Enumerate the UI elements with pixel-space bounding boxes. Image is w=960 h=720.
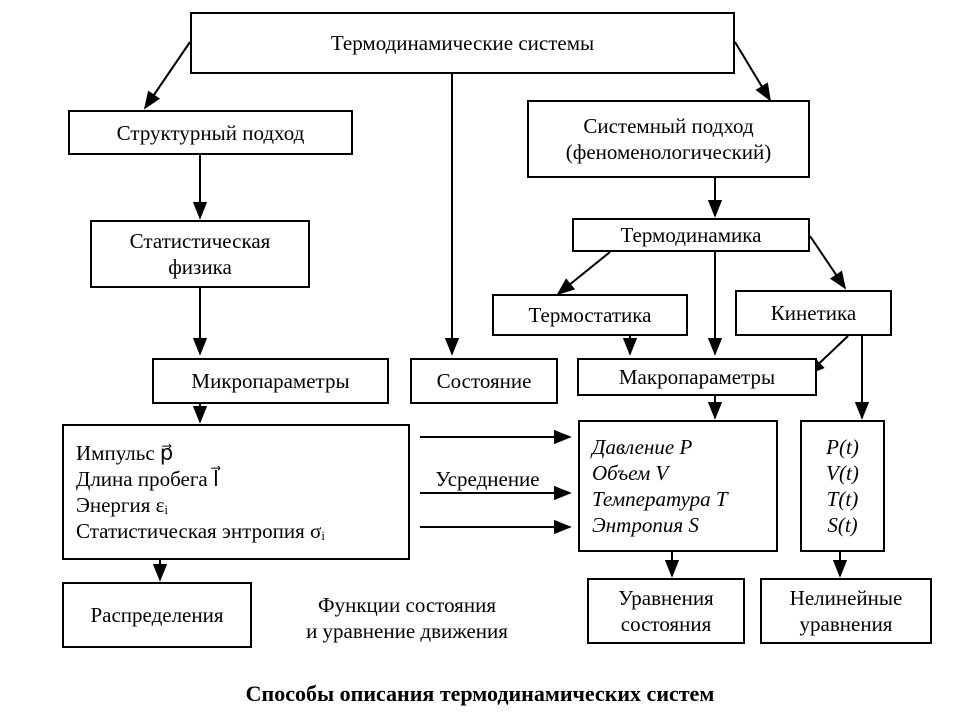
systemic-line2: (феноменологический) (565, 140, 772, 164)
arrow-title-to-systemic (734, 41, 771, 102)
statistical-physics-box: Статистическая физика (90, 220, 310, 288)
macroparameters-box: Макропараметры (577, 358, 817, 396)
averaging-label: Усреднение (435, 467, 540, 491)
macro-item-volume: Объем V (592, 461, 669, 485)
micro-item-momentum: Импульс p⃗ (76, 441, 174, 465)
nonlinear-line1: Нелинейные (789, 586, 903, 610)
statphys-line1: Статистическая (129, 229, 271, 253)
state-eq-line2: состояния (620, 612, 712, 636)
kinetics-text: Кинетика (770, 301, 857, 325)
statphys-line2: физика (168, 255, 232, 279)
systemic-line1: Системный подход (583, 114, 754, 138)
macro-item-temperature: Температура T (592, 487, 728, 511)
time-list-box: P(t) V(t) T(t) S(t) (800, 420, 885, 552)
time-item-s: S(t) (827, 513, 858, 537)
macro-item-pressure: Давление P (592, 435, 693, 459)
microparameters-box: Микропараметры (152, 358, 389, 404)
microparameters-text: Микропараметры (191, 369, 350, 393)
thermostatics-box: Термостатика (492, 294, 688, 336)
arrow-thermodynamics-to-thermostatics (556, 251, 611, 296)
thermodynamics-box: Термодинамика (572, 218, 810, 252)
macro-item-entropy: Энтропия S (592, 513, 699, 537)
figure-caption: Способы описания термодинамических систе… (245, 681, 715, 706)
nonlinear-line2: уравнения (799, 612, 893, 636)
micro-item-free-path: Длина пробега l⃗ (76, 467, 219, 491)
nonlinear-equations-box: Нелинейные уравнения (760, 578, 932, 644)
state-text: Состояние (436, 369, 532, 393)
distributions-text: Распределения (90, 603, 224, 627)
structural-approach-box: Структурный подход (68, 110, 353, 155)
state-box: Состояние (410, 358, 558, 404)
state-equations-box: Уравнения состояния (587, 578, 745, 644)
kinetics-box: Кинетика (735, 290, 892, 336)
time-item-p: P(t) (826, 435, 859, 459)
thermostatics-text: Термостатика (528, 303, 652, 327)
micro-list-box: Импульс p⃗ Длина пробега l⃗ Энергия εᵢ С… (62, 424, 410, 560)
macro-list-box: Давление P Объем V Температура T Энтропи… (578, 420, 778, 552)
arrow-thermodynamics-to-kinetics (809, 235, 847, 290)
time-item-v: V(t) (826, 461, 859, 485)
distributions-box: Распределения (62, 582, 252, 648)
systemic-approach-box: Системный подход (феноменологический) (527, 100, 810, 178)
macroparameters-text: Макропараметры (618, 365, 776, 389)
title-box: Термодинамические системы (190, 12, 735, 74)
title-text: Термодинамические системы (330, 31, 595, 55)
arrow-title-to-structural (143, 41, 191, 110)
functions-line1: Функции состояния (318, 593, 496, 617)
thermodynamics-text: Термодинамика (620, 223, 762, 247)
state-eq-line1: Уравнения (618, 586, 714, 610)
functions-line2: и уравнение движения (306, 619, 508, 643)
micro-item-energy: Энергия εᵢ (76, 493, 168, 517)
structural-approach-text: Структурный подход (116, 120, 305, 145)
micro-item-entropy: Статистическая энтропия σᵢ (76, 519, 325, 543)
time-item-t: T(t) (826, 487, 859, 511)
functions-label: Функции состояния и уравнение движения (262, 592, 552, 644)
